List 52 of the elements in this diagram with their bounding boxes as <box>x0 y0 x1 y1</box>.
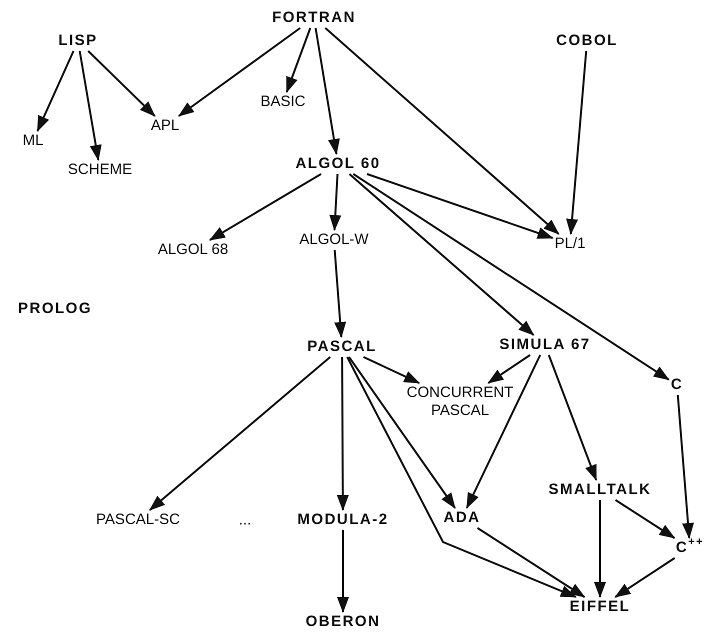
language-name: APL <box>150 117 180 135</box>
arrow <box>209 173 322 241</box>
arrow <box>324 27 560 235</box>
arrow <box>614 499 676 539</box>
arrow <box>337 530 349 613</box>
language-name: ALGOL 68 <box>158 241 228 259</box>
language-name: OBERON <box>306 613 380 631</box>
arrow <box>466 354 542 509</box>
language-name: ADA <box>444 509 480 527</box>
language-name: C <box>670 376 684 394</box>
language-name: PL/1 <box>554 235 586 253</box>
arrow <box>487 354 531 384</box>
arrow <box>149 356 331 511</box>
arrow <box>352 173 670 381</box>
arrow <box>78 50 102 161</box>
arrow <box>614 557 676 598</box>
language-name: PASCAL-SC <box>96 511 180 529</box>
language-name: FORTRAN <box>272 9 356 27</box>
arrow <box>476 527 586 598</box>
arrow <box>36 50 74 132</box>
language-name: ALGOL 60 <box>295 155 381 173</box>
arrow <box>286 28 312 93</box>
language-name: LISP <box>58 32 98 50</box>
arrow <box>336 357 349 511</box>
language-name: BASIC <box>260 93 306 111</box>
language-name: C$^{++}$ <box>676 539 704 557</box>
arrow <box>88 50 156 117</box>
arrow <box>348 173 534 336</box>
arrow <box>314 28 340 155</box>
language-name: SIMULA 67 <box>499 336 591 354</box>
language-name: COBOL <box>556 32 618 50</box>
ellipsis-text: ... <box>238 512 252 528</box>
arrow <box>178 27 301 117</box>
language-name: SCHEME <box>68 161 132 179</box>
language-name: ML <box>22 132 44 150</box>
language-name: ALGOL-W <box>299 231 369 249</box>
language-name: MODULA-2 <box>297 511 389 529</box>
language-name: CONCURRENT PASCAL <box>406 384 514 420</box>
arrow <box>566 50 588 235</box>
language-name: EIFFEL <box>570 598 630 616</box>
arrow <box>676 394 694 539</box>
arrow <box>346 356 577 598</box>
arrow <box>334 250 346 338</box>
arrow <box>366 173 554 239</box>
language-name: PASCAL <box>307 338 377 356</box>
arrow <box>548 354 598 481</box>
arrow <box>348 356 456 509</box>
language-name: SMALLTALK <box>548 481 652 499</box>
language-name: PROLOG <box>18 300 92 318</box>
arrow <box>329 174 342 231</box>
arrow <box>363 356 420 384</box>
arrow <box>594 500 606 598</box>
